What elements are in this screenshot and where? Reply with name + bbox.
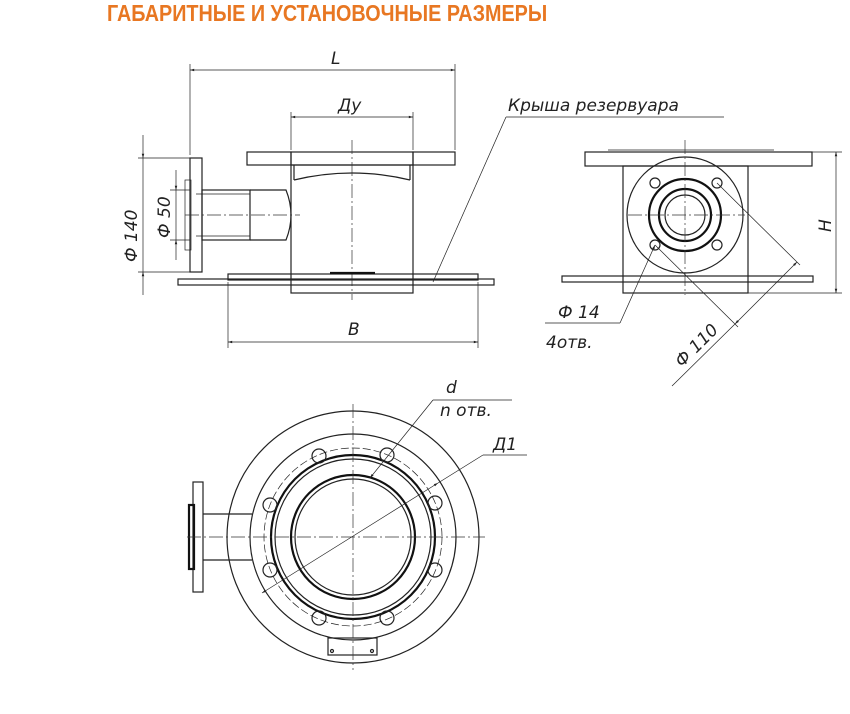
side-view: H Ф 14 4отв. Ф 110 [545, 140, 842, 387]
dim-d14-label: Ф 14 [558, 303, 600, 323]
dim-L-label: L [331, 49, 340, 69]
top-view: d n отв. Д1 [187, 378, 527, 670]
holes-count-label: 4отв. [546, 333, 593, 353]
front-view: L Ду B Ф 140 Ф 50 [122, 49, 724, 348]
roof-label: Крыша резервуара [508, 96, 679, 116]
dim-d140-label: Ф 140 [122, 210, 142, 263]
top-holes-label: n отв. [440, 401, 492, 421]
dim-B-label: B [348, 320, 360, 340]
dim-d110-label: Ф 110 [671, 320, 722, 371]
page-title: ГАБАРИТНЫЕ И УСТАНОВОЧНЫЕ РАЗМЕРЫ [107, 0, 548, 26]
dim-D1-label: Д1 [492, 435, 517, 455]
dim-H-label: H [816, 219, 836, 232]
dim-d50-label: Ф 50 [155, 196, 175, 238]
dim-d-label: d [446, 378, 457, 398]
dim-Du-label: Ду [337, 96, 362, 116]
